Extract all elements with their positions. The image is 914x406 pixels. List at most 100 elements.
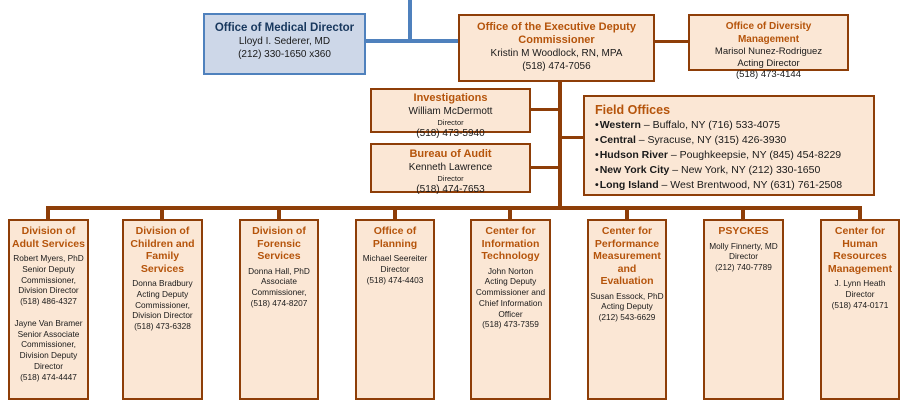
body-line: (518) 474-4447 — [20, 371, 77, 382]
body-line: (518) 474-8207 — [250, 297, 308, 308]
field-office-region: Long Island — [599, 179, 659, 191]
person-role: Acting Director — [737, 57, 800, 69]
body-line: Director — [380, 263, 410, 274]
connector-stub — [160, 210, 164, 220]
box-title: Office of Diversity Management — [725, 21, 812, 45]
body-line: J. Lynn Heath — [834, 278, 886, 288]
connector-stub — [741, 210, 745, 220]
body-line: Division Deputy — [19, 350, 78, 361]
box-division-of-children-and-family-services: Division of Children and Family Services… — [122, 219, 203, 400]
body-line: Commissioner, — [135, 299, 190, 310]
body-line: Chief Information — [478, 297, 543, 308]
box-title: Division of Forensic Services — [252, 225, 306, 262]
field-office-detail: – Syracuse, NY (315) 426-3930 — [635, 134, 787, 146]
person-role: Director — [437, 118, 464, 127]
box-office-of-medical-director: Office of Medical Director Lloyd I. Sede… — [203, 13, 366, 75]
person-name: Lloyd I. Sederer, MD — [238, 36, 331, 47]
field-office-region: Central — [599, 134, 636, 146]
phone-number: (212) 330-1650 x360 — [238, 49, 331, 60]
box-center-for-human-resources-management: Center for Human Resources Management J.… — [820, 219, 900, 400]
field-office-detail: – West Brentwood, NY (631) 761-2508 — [658, 179, 843, 191]
connector-executive-diversity — [655, 40, 688, 43]
phone-number: (518) 473-5940 — [416, 128, 485, 139]
connector-field-offices — [562, 136, 583, 139]
body-line: Director — [845, 288, 875, 299]
body-line: Associate — [261, 276, 297, 287]
person-name: William McDermott — [408, 106, 493, 117]
box-division-of-forensic-services: Division of Forensic Services Donna Hall… — [239, 219, 319, 400]
field-office-detail: – Poughkeepsie, NY (845) 454-8229 — [667, 149, 842, 161]
box-title: Investigations — [413, 92, 488, 104]
field-office-detail: – Buffalo, NY (716) 533-4075 — [640, 119, 781, 131]
connector-investigations — [531, 108, 558, 111]
body-line: Jayne Van Bramer — [14, 317, 83, 328]
box-title: PSYCKES — [718, 225, 769, 237]
box-office-of-diversity-management: Office of Diversity Management Marisol N… — [688, 14, 849, 80]
box-center-for-performance-measurement-and-evaluation: Center for Performance Measurement and E… — [587, 219, 667, 400]
body-line: Molly Finnerty, MD — [709, 240, 778, 251]
box-division-of-adult-services: Division of Adult Services Robert Myers,… — [8, 219, 89, 400]
body-line: Commissioner, — [21, 274, 76, 285]
connector-bottom-horizontal — [46, 206, 862, 210]
connector-top-vertical — [408, 0, 412, 41]
body-line: Officer — [498, 308, 523, 319]
connector-stub — [625, 210, 629, 220]
body-line: (518) 474-4403 — [366, 274, 424, 285]
field-office-region: New York City — [599, 164, 670, 176]
connector-stub — [858, 210, 862, 220]
body-line: (518) 474-0171 — [831, 299, 889, 310]
body-line: Commissioner and — [475, 287, 546, 298]
box-center-for-information-technology: Center for Information Technology John N… — [470, 219, 551, 400]
body-line: Susan Essock, PhD — [590, 290, 664, 301]
body-line: Commissioner, — [21, 339, 76, 350]
connector-stub — [508, 210, 512, 220]
connector-trunk-vertical — [558, 80, 562, 209]
body-line: John Norton — [487, 265, 534, 276]
body-line: (518) 473-6328 — [134, 321, 191, 332]
field-office-detail: – New York, NY (212) 330-1650 — [669, 164, 821, 176]
body-line: Acting Deputy — [484, 276, 537, 287]
box-field-offices: Field Offices Western – Buffalo, NY (716… — [583, 95, 875, 196]
body-line: Acting Deputy — [136, 288, 189, 299]
box-title: Division of Children and Family Services — [130, 225, 195, 275]
box-title: Field Offices — [595, 103, 671, 117]
box-title: Office of Planning — [372, 225, 418, 250]
phone-number: (518) 474-7056 — [522, 61, 591, 72]
body-line — [11, 307, 86, 318]
field-office-item: Long Island – West Brentwood, NY (631) 7… — [595, 178, 867, 193]
box-title: Bureau of Audit — [409, 148, 492, 160]
connector-audit — [531, 166, 558, 169]
box-title: Center for Performance Measurement and E… — [593, 225, 661, 287]
box-title: Center for Human Resources Management — [827, 225, 893, 275]
box-investigations: Investigations William McDermott Directo… — [370, 88, 531, 139]
person-name: Marisol Nunez-Rodriguez — [714, 46, 823, 57]
box-title: Office of the Executive Deputy Commissio… — [477, 21, 636, 46]
body-line: Donna Bradbury — [132, 278, 193, 288]
body-line: Senior Associate — [17, 328, 80, 339]
body-line: Division Director — [18, 285, 79, 296]
field-office-list: Western – Buffalo, NY (716) 533-4075 Cen… — [595, 118, 867, 193]
body-line: Robert Myers, PhD — [13, 253, 84, 263]
box-bureau-of-audit: Bureau of Audit Kenneth Lawrence Directo… — [370, 143, 531, 195]
person-name: Kenneth Lawrence — [408, 162, 493, 173]
body-line: Donna Hall, PhD — [248, 265, 310, 276]
phone-number: (518) 474-7653 — [416, 184, 485, 195]
connector-stub — [393, 210, 397, 220]
body-line: Senior Deputy — [22, 263, 75, 274]
body-line: (212) 543-6629 — [598, 312, 656, 323]
phone-number: (518) 473-4144 — [736, 69, 801, 80]
body-line: Acting Deputy — [601, 301, 653, 312]
box-office-of-executive-deputy-commissioner: Office of the Executive Deputy Commissio… — [458, 14, 655, 82]
field-office-region: Hudson River — [599, 149, 668, 161]
body-line: Director — [728, 251, 759, 262]
